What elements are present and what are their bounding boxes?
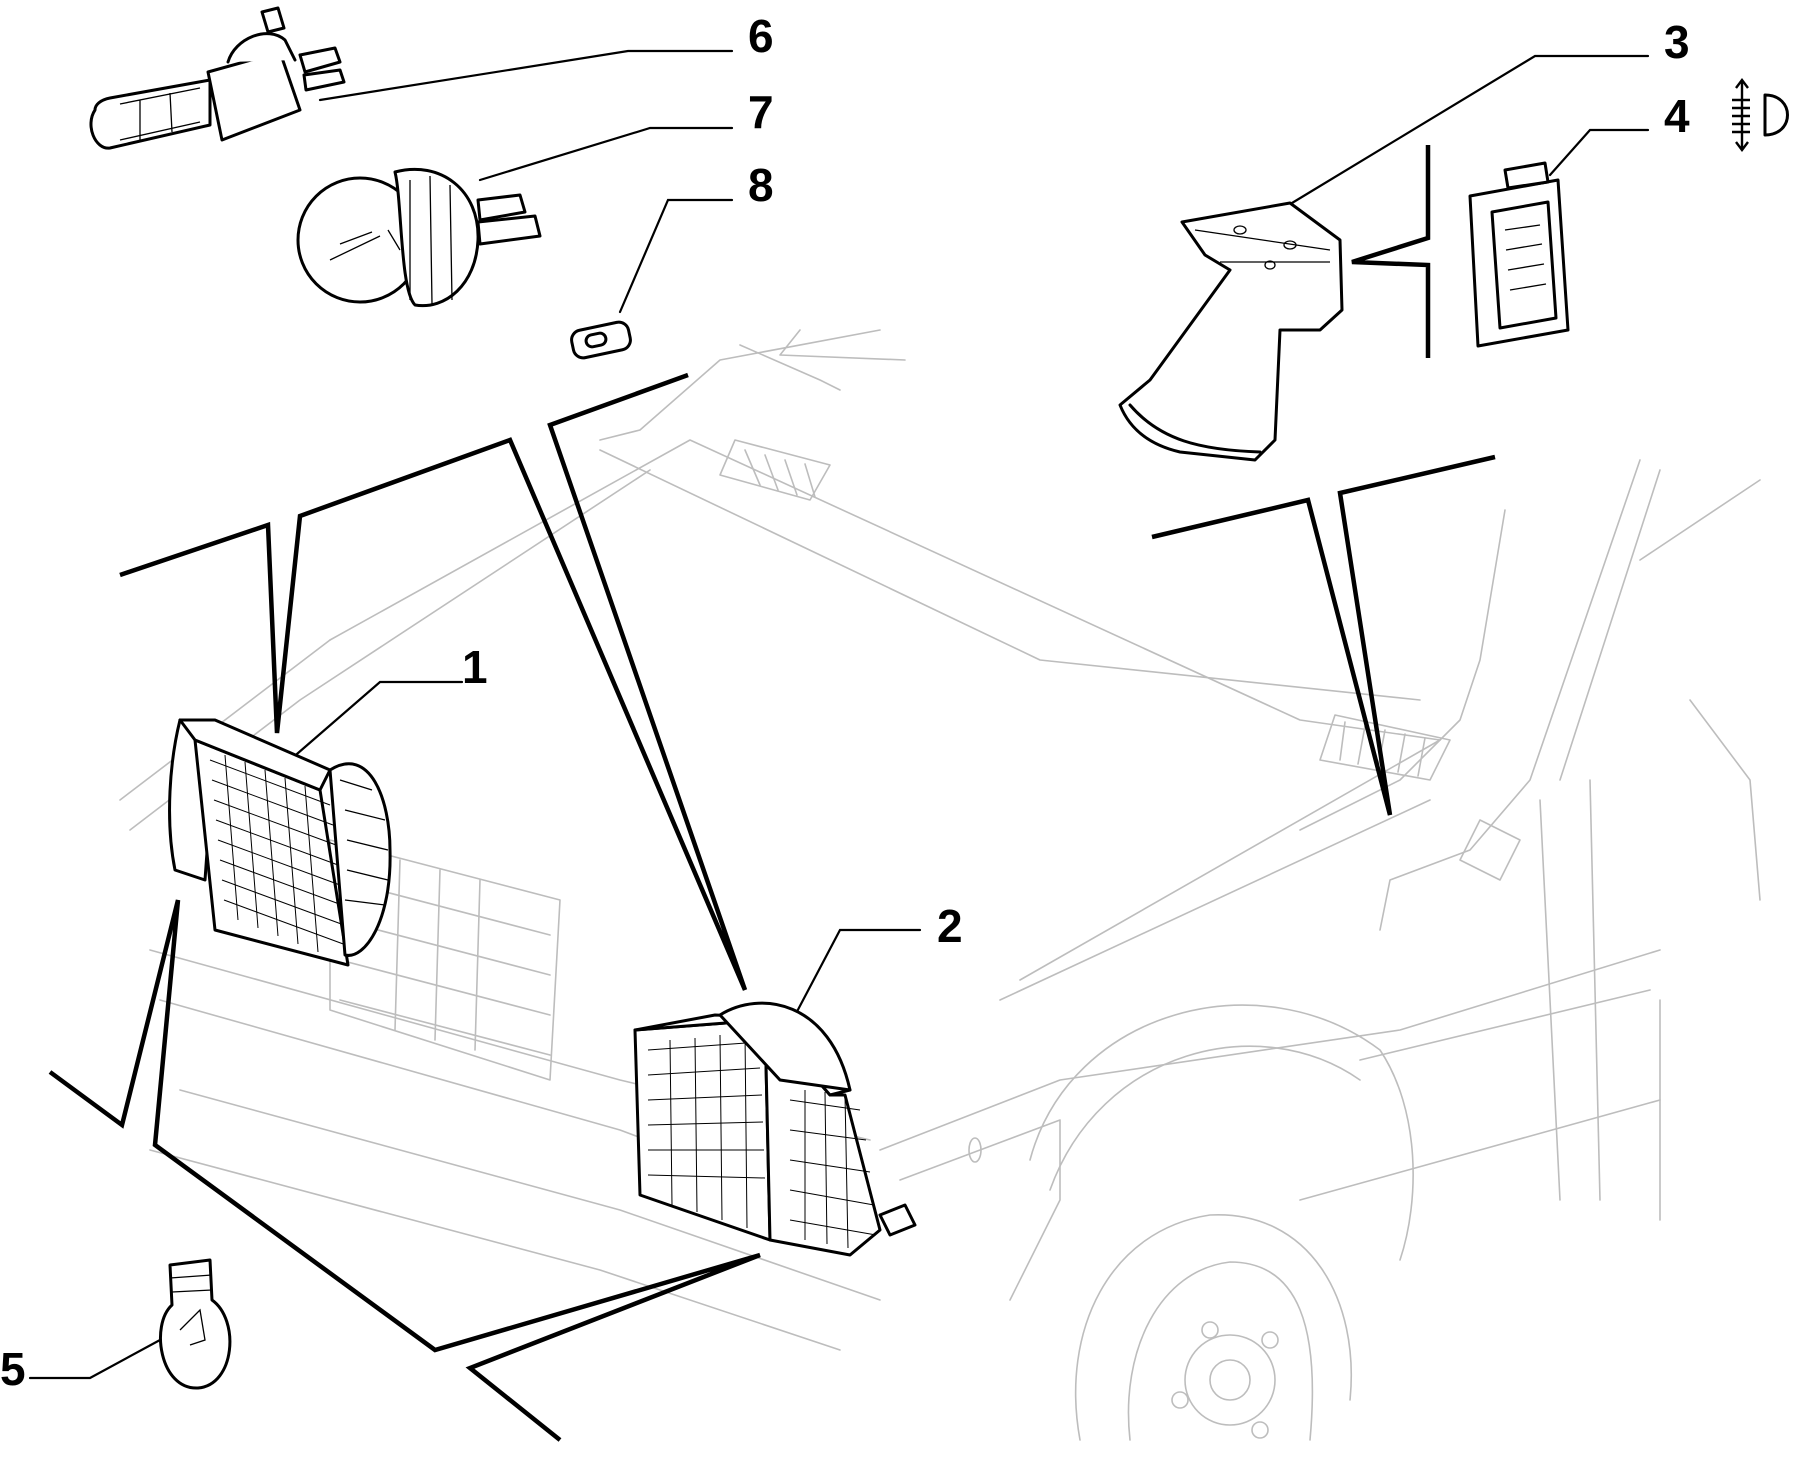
bracket-bulbs-to-headlamps — [119, 372, 748, 991]
bulb-socket-assembly — [296, 167, 542, 308]
callout-1: 1 — [462, 641, 488, 693]
bracket-bulb5-to-lamps — [48, 899, 761, 1442]
bracket-3-4 — [1351, 145, 1431, 358]
assembly-brackets — [48, 145, 1496, 1442]
callout-7: 7 — [748, 86, 774, 138]
leader-7 — [478, 126, 734, 182]
leader-8 — [618, 198, 734, 314]
callout-3: 3 — [1664, 16, 1690, 68]
leader-1 — [288, 680, 464, 762]
leader-6 — [318, 49, 734, 102]
headlamp-support-bracket — [1118, 201, 1344, 462]
leader-2 — [780, 928, 922, 1042]
callout-labels: 1 2 3 4 5 6 7 8 — [0, 10, 1690, 1395]
callout-4: 4 — [1664, 90, 1690, 142]
right-headlamp — [633, 1001, 917, 1257]
callout-2: 2 — [937, 900, 963, 952]
car-body-outline — [119, 329, 1761, 1441]
leader-3 — [1290, 54, 1650, 205]
callout-6: 6 — [748, 10, 774, 62]
leader-4 — [1548, 128, 1650, 177]
indicator-bulb-p21w — [159, 1258, 232, 1390]
left-headlamp — [168, 718, 392, 967]
headlamp-leveling-icon — [1732, 78, 1789, 152]
bracket-parts-to-body — [1151, 454, 1496, 816]
leader-5 — [28, 1338, 162, 1380]
halogen-bulb-h4 — [89, 6, 346, 150]
wedge-bulb-w5w — [570, 320, 632, 360]
leader-lines — [28, 49, 1650, 1380]
callout-8: 8 — [748, 159, 774, 211]
callout-5: 5 — [0, 1343, 26, 1395]
headlamp-switch — [1468, 161, 1570, 348]
